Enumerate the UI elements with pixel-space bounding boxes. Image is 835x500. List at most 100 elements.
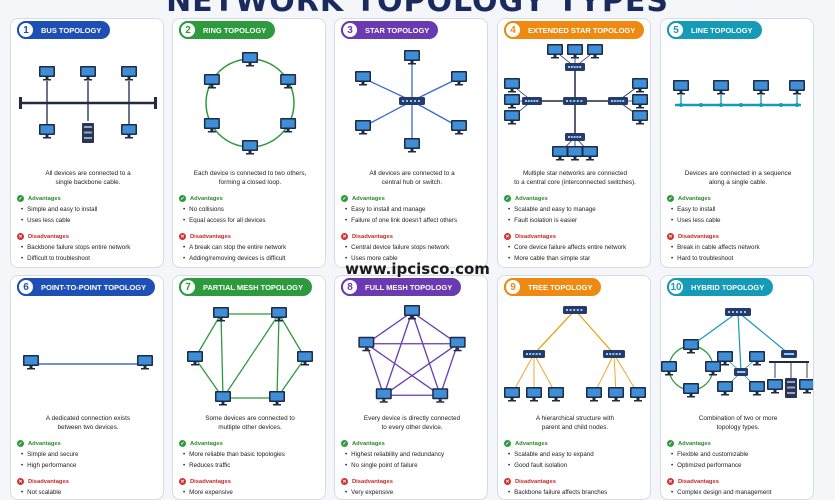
topology-number: 10 (667, 278, 685, 296)
computer-icon (713, 80, 729, 95)
computer-icon (567, 44, 583, 59)
network-link (365, 343, 385, 396)
disadvantages-heading: ✕Disadvantages (504, 233, 556, 240)
computer-icon (451, 120, 467, 135)
advantage-item: Easy to install (671, 206, 715, 213)
cross-icon: ✕ (341, 478, 348, 485)
disadvantages-heading: ✕Disadvantages (341, 233, 393, 240)
page-title: NETWORK TOPOLOGY TYPES (166, 0, 669, 19)
disadvantage-item: Not scalable (21, 489, 61, 496)
check-icon: ✓ (504, 195, 511, 202)
section-label: Disadvantages (678, 233, 719, 240)
section-label: Advantages (28, 440, 61, 447)
check-icon: ✓ (17, 195, 24, 202)
advantage-item: Fault isolation is easier (508, 217, 577, 224)
computer-icon (23, 355, 39, 370)
cross-icon: ✕ (667, 478, 674, 485)
topology-number: 4 (504, 21, 522, 39)
switch-icon (523, 350, 545, 358)
topology-title: HYBRID TOPOLOGY (691, 282, 765, 292)
advantage-item: Reduces traffic (183, 462, 230, 469)
disadvantage-item: More cable than simple star (508, 255, 590, 262)
advantages-heading: ✓Advantages (179, 440, 223, 447)
connector-dot (699, 103, 703, 107)
computer-icon (749, 381, 765, 396)
advantages-heading: ✓Advantages (179, 195, 223, 202)
switch-icon (781, 350, 797, 358)
switch-icon (565, 63, 585, 71)
description-line: forming a closed loop. (218, 179, 282, 186)
disadvantage-item: Backbone failure affects branches (508, 489, 607, 496)
computer-icon (683, 383, 699, 398)
topology-diagram (504, 44, 648, 161)
disadvantage-item: Difficult to troubleshoot (21, 255, 90, 262)
check-icon: ✓ (341, 195, 348, 202)
disadvantages-heading: ✕ Disadvantages (341, 478, 393, 485)
section-label: Advantages (190, 440, 223, 447)
topology-number: 6 (17, 278, 35, 296)
section-label: Advantages (678, 195, 711, 202)
connector-dot (759, 103, 763, 107)
topology-badge: 4 EXTENDED STAR TOPOLOGY (504, 21, 645, 39)
cross-icon: ✕ (179, 233, 186, 240)
check-icon: ✓ (17, 440, 24, 447)
section-label: Disadvantages (678, 478, 719, 485)
topology-diagram (504, 306, 646, 402)
computer-icon (404, 138, 420, 153)
check-icon: ✓ (667, 440, 674, 447)
topology-title: FULL MESH TOPOLOGY (365, 282, 453, 292)
cross-icon: ✕ (17, 233, 24, 240)
section-label: Disadvantages (352, 478, 393, 485)
cross-icon: ✕ (341, 233, 348, 240)
connector-dot (719, 103, 723, 107)
ring-link (205, 58, 295, 148)
advantage-item: Highest reliability and redundancy (345, 451, 444, 458)
description-line: Some devices are connected to (205, 415, 295, 422)
computer-icon (789, 80, 805, 95)
disadvantages-heading: ✕Disadvantages (179, 478, 231, 485)
advantage-item: Easy to install and manage (345, 206, 425, 213)
switch-icon (725, 308, 751, 316)
description-line: A hierarchical structure with (535, 415, 615, 422)
switch-icon (563, 306, 587, 314)
connector-dot (795, 103, 799, 107)
advantage-item: Simple and easy to install (21, 206, 97, 213)
network-link (383, 343, 459, 396)
computer-icon (608, 387, 624, 402)
computer-icon (587, 44, 603, 59)
network-link (439, 343, 459, 396)
disadvantage-item: More expensive (183, 489, 233, 496)
topology-number: 9 (504, 278, 522, 296)
advantage-item: No single point of failure (345, 462, 417, 469)
topology-description: A hierarchical structure with parent and … (504, 414, 646, 432)
computer-icon (242, 52, 258, 67)
switch-icon (608, 97, 628, 105)
advantages-heading: ✓Advantages (17, 195, 61, 202)
topology-title: EXTENDED STAR TOPOLOGY (528, 25, 636, 35)
description-line: along a single cable. (708, 179, 768, 186)
network-link (278, 313, 306, 359)
topology-diagram (358, 305, 466, 403)
description-line: multiple other devices. (218, 424, 282, 431)
network-link (533, 309, 576, 355)
switch-icon (563, 97, 587, 105)
disadvantages-heading: ✕ Disadvantages (667, 478, 719, 485)
server-icon (82, 123, 94, 143)
topology-number: 3 (341, 21, 359, 39)
advantage-item: Uses less cable (21, 217, 70, 224)
advantages-heading: ✓Advantages (667, 440, 711, 447)
computer-icon (39, 124, 55, 139)
computer-icon (242, 140, 258, 155)
description-line: parent and child nodes. (541, 424, 609, 431)
check-icon: ✓ (504, 440, 511, 447)
disadvantage-item: Uses more cable (345, 255, 397, 262)
advantages-heading: ✓ Advantages (17, 440, 61, 447)
